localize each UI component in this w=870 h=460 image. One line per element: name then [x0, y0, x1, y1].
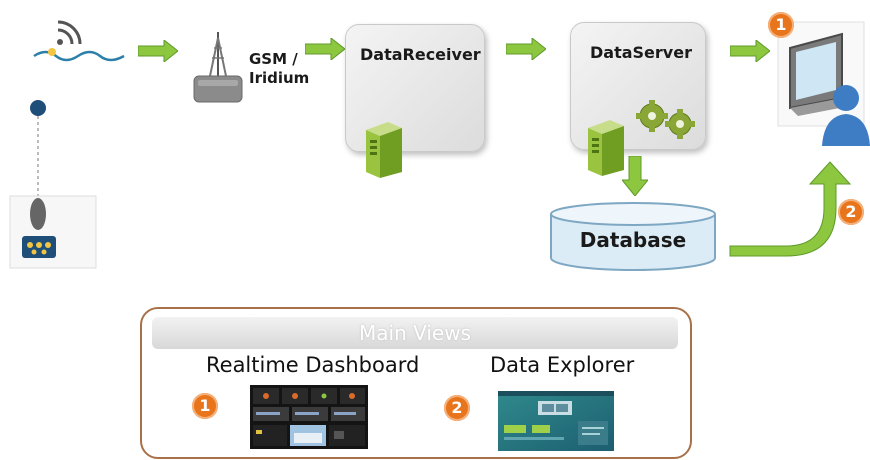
- server-icon: [588, 120, 624, 176]
- link-label: GSM / Iridium: [249, 50, 310, 87]
- server-icon: [366, 122, 402, 178]
- badge-one: 1: [768, 12, 794, 38]
- badge-two: 2: [838, 199, 864, 225]
- data-explorer-thumbnail[interactable]: [498, 391, 614, 451]
- arrow-right-icon: [730, 40, 770, 62]
- arrow-curved-icon: [729, 161, 852, 257]
- arrow-right-icon: [138, 40, 178, 62]
- user-computer-icon: [777, 21, 870, 146]
- data-explorer-title: Data Explorer: [490, 353, 635, 377]
- gears-icon: [636, 100, 695, 139]
- database-label: Database: [579, 228, 687, 252]
- badge-one: 1: [192, 393, 218, 419]
- arrow-right-icon: [506, 38, 546, 60]
- arrow-down-icon: [622, 156, 648, 196]
- main-views-header: Main Views: [152, 317, 678, 349]
- realtime-dashboard-title: Realtime Dashboard: [206, 353, 420, 377]
- antenna-modem-icon: [193, 32, 243, 103]
- main-views-panel: Main Views Realtime Dashboard Data Explo…: [140, 307, 692, 459]
- mooring-sensor-icon: [9, 100, 97, 269]
- data-receiver-label: DataReceiver: [360, 45, 481, 64]
- database-icon: [550, 202, 716, 271]
- arrow-right-icon: [305, 38, 345, 60]
- badge-two: 2: [444, 395, 470, 421]
- realtime-dashboard-thumbnail[interactable]: [250, 385, 368, 449]
- data-server-label: DataServer: [590, 43, 692, 62]
- buoy-sensor-icon: [33, 20, 125, 62]
